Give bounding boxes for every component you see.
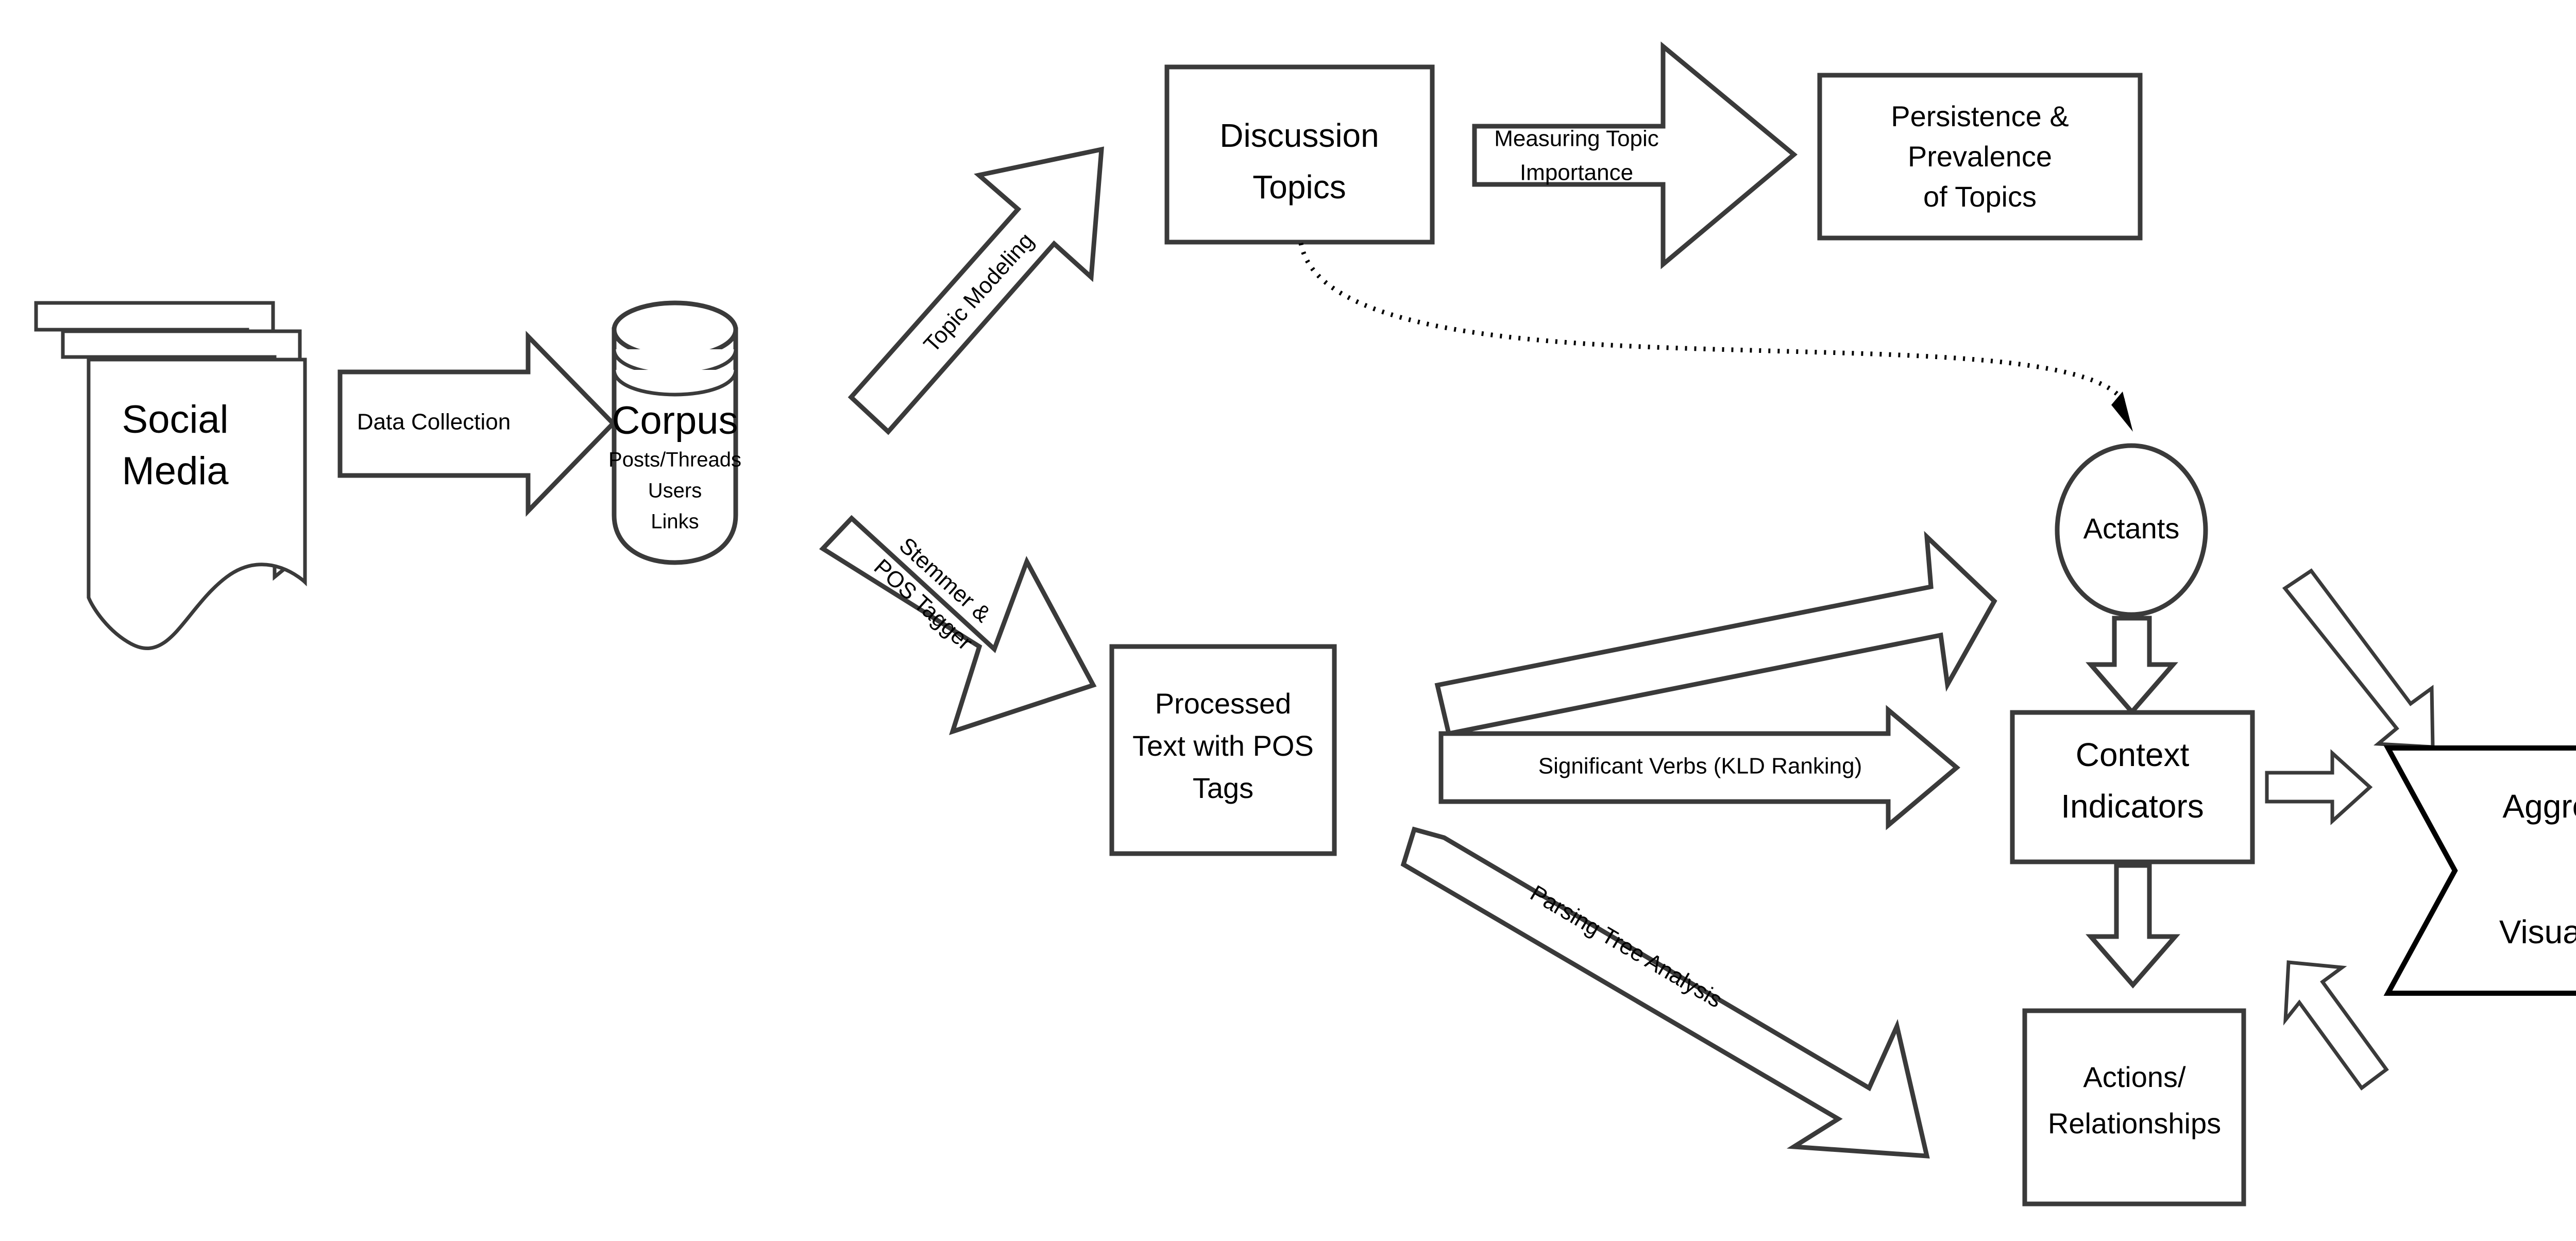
discussion-topics-label-line2: Topics: [1252, 168, 1346, 206]
context-indicators-label-line2: Indicators: [2061, 788, 2204, 825]
context-to-aggregation-arrow[interactable]: [2265, 749, 2373, 825]
context-to-actions-arrow[interactable]: [2086, 863, 2180, 989]
arrow-shape: [819, 515, 1097, 736]
persistence-prevalence-box[interactable]: Persistence & Prevalence of Topics: [1817, 73, 2143, 241]
actions-relationships-box[interactable]: Actions/ Relationships: [2022, 1008, 2246, 1206]
processed-text-to-actants-arrow[interactable]: [1434, 531, 1997, 737]
persistence-label-line1: Persistence &: [1891, 100, 2069, 132]
actions-label-line2: Relationships: [2048, 1107, 2221, 1140]
arrow-shape: [848, 146, 1104, 435]
social-media-document-stack[interactable]: Social Media: [34, 301, 307, 650]
measuring-topic-importance-arrow[interactable]: Measuring Topic Importance: [1472, 41, 1798, 269]
chevron-outline: [2383, 745, 2576, 996]
social-media-label-line2: Media: [122, 449, 229, 493]
box-outline: [1817, 73, 2143, 241]
box-outline: [1109, 644, 1337, 856]
processed-text-label-line2: Text with POS: [1132, 729, 1314, 762]
measuring-topic-label-line1: Measuring Topic: [1494, 126, 1659, 151]
arrow-shape: [2282, 568, 2435, 749]
topic-modeling-label: Topic Modeling: [919, 228, 1039, 358]
box-outline: [2010, 710, 2255, 864]
measuring-topic-label-line2: Importance: [1520, 160, 1633, 185]
box-outline: [1164, 64, 1435, 245]
actants-to-aggregation-arrow[interactable]: [2282, 568, 2435, 749]
data-collection-label: Data Collection: [357, 410, 511, 435]
arrow-shape: [1438, 705, 1960, 830]
dotted-curve-arrowhead: [2111, 392, 2133, 432]
actions-to-aggregation-arrow[interactable]: [2283, 960, 2389, 1091]
arrow-shape: [2265, 749, 2373, 825]
parsing-tree-analysis-arrow[interactable]: Parsing Tree Analysis: [1400, 826, 1930, 1159]
significant-verbs-label: Significant Verbs (KLD Ranking): [1538, 754, 1862, 779]
cylinder-ring-2: [612, 369, 738, 397]
processed-text-box[interactable]: Processed Text with POS Tags: [1109, 644, 1337, 856]
actions-label-line1: Actions/: [2083, 1061, 2186, 1093]
significant-verbs-arrow[interactable]: Significant Verbs (KLD Ranking): [1438, 705, 1960, 830]
arrow-shape: [1472, 41, 1798, 269]
arrow-shape: [337, 330, 617, 517]
context-indicators-box[interactable]: Context Indicators: [2010, 710, 2255, 864]
box-outline: [2022, 1008, 2246, 1206]
persistence-label-line3: of Topics: [1923, 180, 2037, 213]
arrow-shape: [1434, 531, 1997, 737]
ellipse-outline: [2055, 443, 2208, 617]
arrow-shape: [2086, 863, 2180, 989]
stemmer-pos-tagger-arrow[interactable]: Stemmer & POS Tagger: [819, 515, 1097, 736]
arrow-shape: [2086, 616, 2178, 716]
corpus-detail-posts-threads: Posts/Threads: [608, 449, 741, 471]
aggregation-label-line1: Aggregation: [2502, 788, 2576, 825]
discussion-topics-box[interactable]: Discussion Topics: [1164, 64, 1435, 245]
actants-node[interactable]: Actants: [2055, 443, 2208, 617]
processed-text-label-line3: Tags: [1193, 772, 1253, 804]
corpus-database-cylinder[interactable]: Corpus Posts/Threads Users Links: [608, 300, 741, 565]
dotted-curve: [1298, 243, 2129, 408]
arrow-shape: [1400, 826, 1930, 1159]
discussion-topics-to-actants-dotted-link: [1298, 243, 2133, 432]
processed-text-label-line1: Processed: [1155, 687, 1292, 720]
persistence-label-line2: Prevalence: [1908, 140, 2052, 173]
cylinder-top-ellipse: [612, 300, 738, 359]
corpus-detail-links: Links: [651, 511, 699, 533]
topic-modeling-arrow[interactable]: Topic Modeling: [848, 146, 1104, 435]
data-collection-arrow[interactable]: Data Collection: [337, 330, 617, 517]
context-indicators-label-line1: Context: [2076, 736, 2190, 773]
arrow-shape: [2283, 960, 2389, 1091]
corpus-title: Corpus: [612, 399, 738, 443]
aggregation-visualization-shape[interactable]: Aggregation & Visualization: [2383, 745, 2576, 996]
actants-label: Actants: [2083, 512, 2180, 545]
corpus-detail-users: Users: [648, 480, 702, 502]
actants-to-context-arrow[interactable]: [2086, 616, 2178, 716]
document-sheet-front: [87, 358, 307, 650]
aggregation-label-line3: Visualization: [2499, 913, 2576, 950]
social-media-label-line1: Social: [122, 398, 229, 441]
discussion-topics-label-line1: Discussion: [1219, 117, 1379, 154]
